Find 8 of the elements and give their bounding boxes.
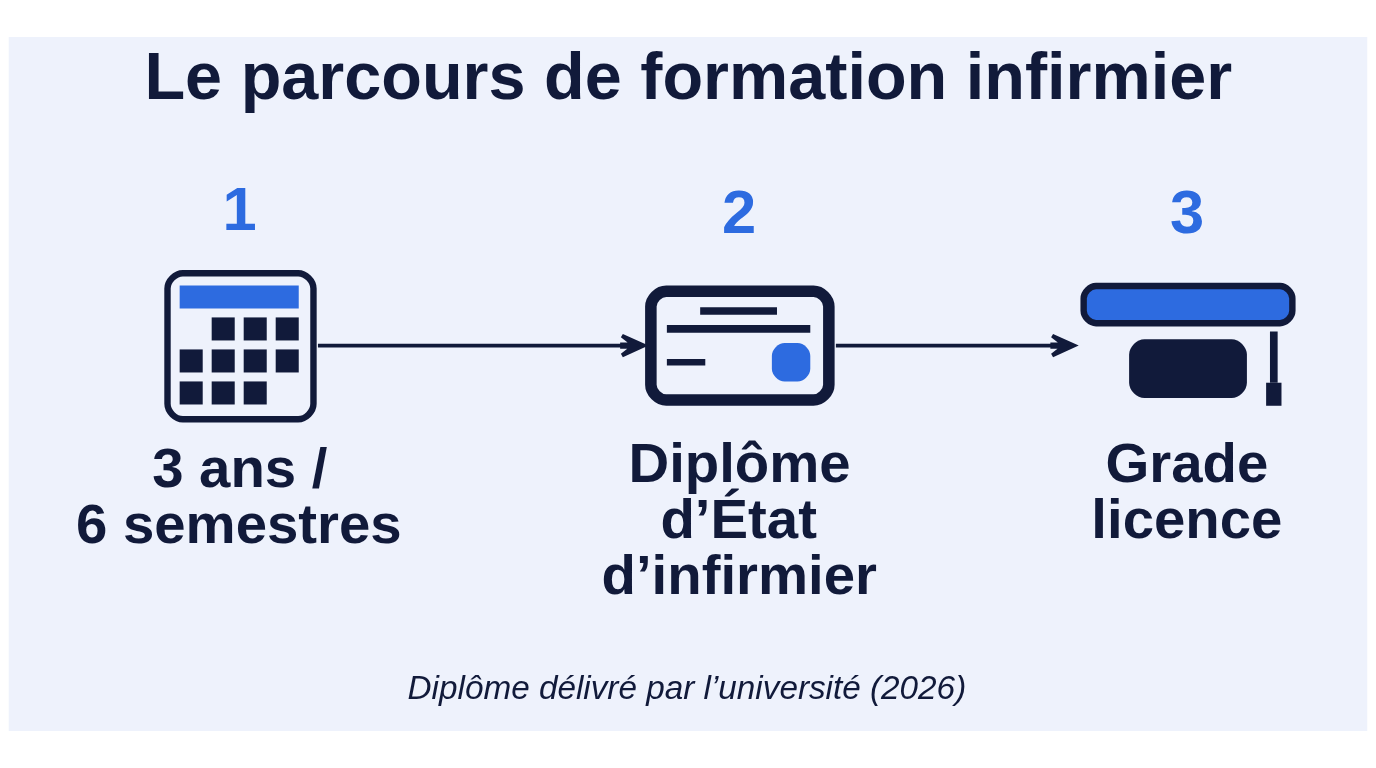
node-label: 3 [1170, 177, 1205, 247]
node-label: 2 [721, 177, 757, 247]
caption: Diplôme délivré par l’université (2026) [407, 668, 967, 706]
node-label: 3 ans / 6 semestres [75, 435, 402, 556]
node-label: Diplôme d’État d’infirmier [601, 430, 878, 607]
diagram-title: Le parcours de formation infirmier [144, 39, 1233, 114]
node-label: 1 [222, 173, 257, 243]
node-label: Grade licence [1091, 430, 1283, 550]
